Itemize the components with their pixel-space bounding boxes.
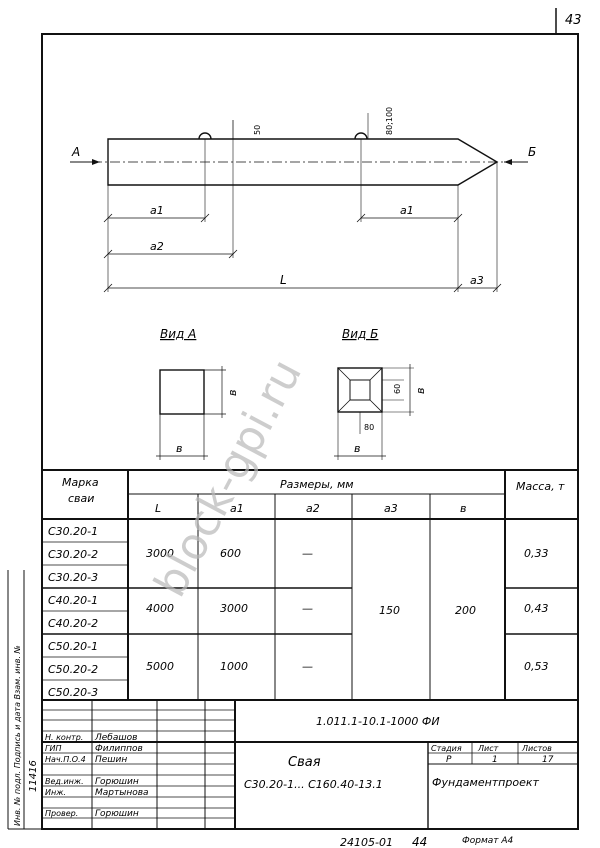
dimension-lines [103, 213, 502, 293]
pile-mark-cell: С40.20-1 [48, 594, 98, 607]
title-block-grid [42, 700, 578, 829]
view-a-section [159, 369, 205, 415]
signatory-role: ГИП [45, 744, 61, 753]
view-b-dim-80: 80 [364, 423, 374, 432]
col-header-mark-1: Марка [62, 476, 99, 489]
sub-header-cell: в [460, 502, 466, 515]
signatory-name: Мартынова [95, 788, 149, 798]
value-a1: 1000 [220, 660, 248, 673]
signatory-name: Филиппов [95, 744, 143, 754]
signatory-name: Горюшин [95, 777, 139, 787]
sheets-value: 17 [542, 755, 554, 765]
sub-header-cell: a3 [384, 502, 398, 515]
dim-a2: a2 [150, 240, 164, 253]
view-b-dim-60: 60 [393, 384, 402, 394]
organization: Фундаментпроект [432, 776, 539, 789]
stage-value: Р [446, 755, 452, 765]
sheet-value: 1 [492, 755, 498, 765]
value-a2: — [302, 602, 313, 615]
bottom-page: 44 [412, 835, 427, 848]
value-a2: — [302, 660, 313, 673]
sub-header-cell: a2 [306, 502, 320, 515]
value-a1: 600 [220, 547, 241, 560]
sub-header-cell: L [155, 502, 161, 515]
col-header-mass: Масса, т [516, 480, 565, 493]
arrow-b-label: Б [528, 145, 536, 159]
value-l: 5000 [146, 660, 174, 673]
dim-l: L [280, 273, 287, 287]
signatory-name: Лебашов [94, 733, 137, 743]
arrow-a-label: А [71, 145, 80, 159]
pile-values: 3000 600 — 0,33 4000 3000 — 0,43 5000 1000 — 0,53 [146, 547, 549, 673]
value-a1: 3000 [220, 602, 248, 615]
view-a-bottom-dim: в [176, 442, 182, 455]
pile-mark-cell: С50.20-3 [48, 686, 98, 699]
stage-label: Стадия [431, 744, 462, 753]
pile-mark-cell: С50.20-2 [48, 663, 98, 676]
signatory-name: Горюшин [95, 809, 139, 819]
view-b-section [334, 364, 414, 460]
dim-a3: a3 [470, 274, 484, 287]
signatory-name: Пешин [95, 755, 127, 765]
signatory-role: Инж. [45, 788, 66, 797]
view-b-bottom-dim: в [354, 442, 360, 455]
signatory-role: Вед.инж. [45, 777, 84, 786]
pile-side-view [92, 113, 520, 292]
value-l: 4000 [146, 602, 174, 615]
left-stamp [7, 570, 42, 830]
sub-header-cell: a1 [230, 502, 244, 515]
value-mass: 0,43 [524, 602, 549, 615]
value-b: 200 [455, 604, 476, 617]
value-l: 3000 [146, 547, 174, 560]
dim-a1-left: a1 [150, 204, 164, 217]
sheet-frame [41, 33, 579, 830]
dim-50: 50 [253, 125, 262, 135]
value-a2: — [302, 547, 313, 560]
sheet-number: 43 [565, 13, 582, 28]
view-a-title: Вид А [160, 327, 196, 341]
side-stamp-text: Инв. № подл. Подпись и дата Взам. инв. № [13, 645, 22, 826]
value-a3: 150 [379, 604, 400, 617]
signatory-role: Нач.П.О.4 [45, 755, 86, 764]
pile-mark-cell: С30.20-2 [48, 548, 98, 561]
dim-80-100: 80;100 [385, 107, 394, 135]
pile-table-grid [42, 469, 578, 701]
format-label: Формат А4 [462, 836, 514, 846]
sheet-label: Лист [477, 744, 499, 753]
pile-mark-cell: С30.20-1 [48, 525, 98, 538]
dim-a1-right: a1 [400, 204, 414, 217]
col-header-dims: Размеры, мм [280, 478, 354, 491]
pile-mark-cell: С30.20-3 [48, 571, 98, 584]
value-mass: 0,33 [524, 547, 549, 560]
view-b-side-dim: в [414, 388, 427, 394]
inventory-number: 11416 [28, 760, 39, 792]
doc-title: Свая [288, 755, 321, 770]
doc-code: 1.011.1-10.1-1000 ФИ [316, 715, 440, 728]
view-a-side-dim: в [226, 390, 239, 396]
sheets-label: Листов [521, 744, 552, 753]
pile-mark-cell: С40.20-2 [48, 617, 98, 630]
doc-subtitle: С30.20-1... С160.40-13.1 [244, 778, 383, 791]
col-header-mark-2: сваи [68, 492, 94, 505]
lifting-loop-left [198, 132, 212, 140]
lifting-loop-right [354, 132, 368, 140]
signatory-role: Провер. [45, 809, 78, 818]
signatory-role: Н. контр. [45, 733, 83, 742]
view-a-dims [156, 366, 226, 460]
bottom-code: 24105-01 [340, 836, 393, 848]
pile-marks: С30.20-1С30.20-2С30.20-3С40.20-1С40.20-2… [48, 525, 98, 699]
pile-mark-cell: С50.20-1 [48, 640, 98, 653]
value-mass: 0,53 [524, 660, 549, 673]
view-b-title: Вид Б [342, 327, 378, 341]
